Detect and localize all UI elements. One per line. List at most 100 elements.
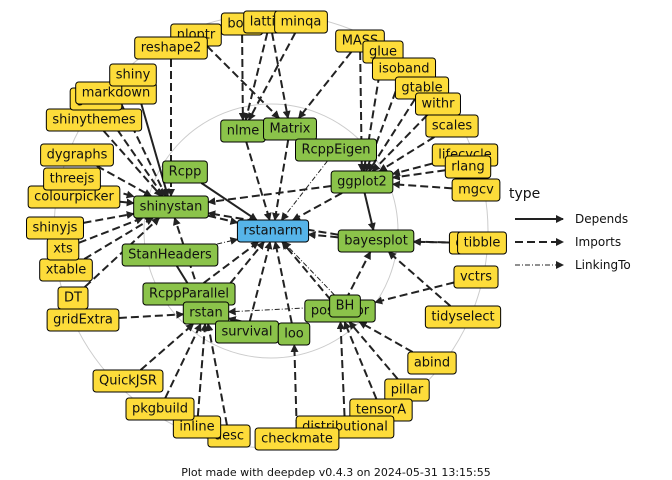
node-label-colourpicker: colourpicker	[34, 190, 114, 205]
legend-label-linkingto: LinkingTo	[575, 258, 631, 272]
edge-survival-to-rstanarm	[248, 241, 273, 322]
node-scales: scales	[425, 114, 479, 138]
node-tibble: tibble	[457, 231, 507, 255]
edge-abind-to-posterior	[358, 321, 414, 353]
node-box-shiny	[109, 63, 157, 87]
node-box-bh	[329, 294, 361, 318]
node-label-desc: desc	[214, 429, 244, 444]
edge-nloptr-to-Matrix	[206, 45, 280, 119]
node-shiny: shiny	[109, 63, 157, 87]
node-box-reshape2	[134, 36, 208, 60]
node-shinystan: shinystan	[133, 195, 209, 219]
node-box-mgcv	[451, 178, 501, 202]
edge-shinythemes-to-shinystan	[102, 130, 163, 197]
node-dygraphs: dygraphs	[40, 143, 114, 167]
node-withr: withr	[415, 92, 461, 116]
node-inline: inline	[172, 415, 222, 439]
edge-colourpicker-to-shinystan	[119, 198, 135, 207]
node-rstan: rstan	[182, 301, 230, 325]
node-label-ggplot2: ggplot2	[337, 175, 387, 190]
node-label-shinystan: shinystan	[140, 200, 203, 215]
legend: type Depends Imports LinkingTo	[509, 186, 631, 272]
node-box-bayesplot	[337, 229, 415, 253]
node-box-matrix	[263, 117, 317, 141]
edge-desc-to-rstan	[205, 323, 228, 426]
edge-BH-to-rstan	[227, 306, 330, 316]
node-shinyjs: shinyjs	[26, 216, 84, 240]
plot-caption: Plot made with deepdep v0.4.3 on 2024-05…	[181, 466, 491, 479]
edge-lifecycle-to-ggplot2	[391, 162, 433, 177]
edge-lattice-to-nlme	[243, 32, 269, 121]
node-box-threejs	[43, 167, 101, 191]
edge-pillar-to-posterior	[348, 321, 399, 380]
edge-shinyjs-to-shinystan	[83, 211, 135, 224]
node-box-shinystan	[133, 195, 209, 219]
node-label-scales: scales	[432, 119, 472, 134]
node-threejs: threejs	[43, 167, 101, 191]
node-label-rcppeigen: RcppEigen	[302, 143, 371, 158]
node-minqa: minqa	[274, 10, 328, 34]
node-label-quickjsr: QuickJSR	[99, 374, 157, 389]
node-gridextra: gridExtra	[46, 308, 120, 332]
node-label-rlang: rlang	[451, 160, 484, 175]
edge-boot-to-nlme	[238, 34, 247, 121]
node-checkmate: checkmate	[254, 427, 340, 451]
edge-mgcv-to-ggplot2	[391, 180, 453, 190]
edge-isoband-to-ggplot2	[364, 79, 401, 172]
node-label-gtable: gtable	[401, 81, 442, 96]
node-loo: loo	[277, 322, 311, 346]
node-label-vctrs: vctrs	[460, 270, 492, 285]
node-label-isoband: isoband	[378, 62, 429, 77]
edges-layer	[78, 32, 458, 429]
legend-title: type	[509, 186, 540, 202]
edge-posterior-to-rstanarm	[281, 241, 332, 301]
edge-pkgbuild-to-rstan	[164, 323, 202, 399]
edge-distributional-to-posterior	[336, 321, 346, 417]
node-label-stanheaders: StanHeaders	[128, 248, 212, 263]
legend-item-depends: Depends	[515, 212, 628, 226]
node-isoband: isoband	[371, 57, 437, 81]
edge-nlme-to-rstanarm	[245, 141, 272, 221]
node-stanheaders: StanHeaders	[121, 243, 219, 267]
node-box-scales	[425, 114, 479, 138]
node-reshape2: reshape2	[134, 36, 208, 60]
node-label-rstanarm: rstanarm	[243, 224, 302, 239]
edge-BH-to-rstanarm	[282, 241, 335, 296]
node-label-checkmate: checkmate	[261, 432, 333, 447]
edge-xtable-to-shinystan	[83, 217, 154, 260]
legend-item-imports: Imports	[515, 235, 621, 249]
node-label-tibble: tibble	[464, 236, 501, 251]
node-rstanarm: rstanarm	[236, 219, 310, 243]
node-dt: DT	[57, 286, 89, 310]
node-box-quickjsr	[92, 369, 164, 393]
node-label-nlme: nlme	[227, 124, 260, 139]
legend-label-depends: Depends	[575, 212, 628, 226]
edge-checkmate-to-loo	[290, 344, 299, 429]
node-quickjsr: QuickJSR	[92, 369, 164, 393]
node-label-pkgbuild: pkgbuild	[132, 402, 188, 417]
edge-lattice-to-Matrix	[271, 32, 291, 119]
node-label-reshape2: reshape2	[141, 41, 202, 56]
node-label-tensora: tensorA	[356, 403, 406, 418]
node-label-glue: glue	[369, 45, 397, 60]
node-label-gridextra: gridExtra	[53, 313, 113, 328]
node-box-checkmate	[254, 427, 340, 451]
edge-tidyselect-to-bayesplot	[387, 251, 452, 307]
edge-bayesplot-to-rstanarm	[307, 231, 339, 240]
node-box-minqa	[274, 10, 328, 34]
edge-inline-to-rstan	[196, 323, 209, 417]
edge-loo-to-rstanarm	[272, 241, 293, 324]
node-label-dygraphs: dygraphs	[47, 148, 108, 163]
node-matrix: Matrix	[263, 117, 317, 141]
node-box-rstanarm	[236, 219, 310, 243]
node-label-survival: survival	[222, 325, 273, 340]
edge-ggplot2-to-rstanarm	[292, 192, 343, 221]
edge-vctrs-to-posterior	[374, 281, 455, 305]
node-bh: BH	[329, 294, 361, 318]
node-shinythemes: shinythemes	[45, 108, 143, 132]
node-abind: abind	[407, 351, 457, 375]
node-rcppparallel: RcppParallel	[142, 282, 236, 306]
node-xts: xts	[46, 237, 80, 261]
node-markdown: markdown	[75, 81, 157, 105]
